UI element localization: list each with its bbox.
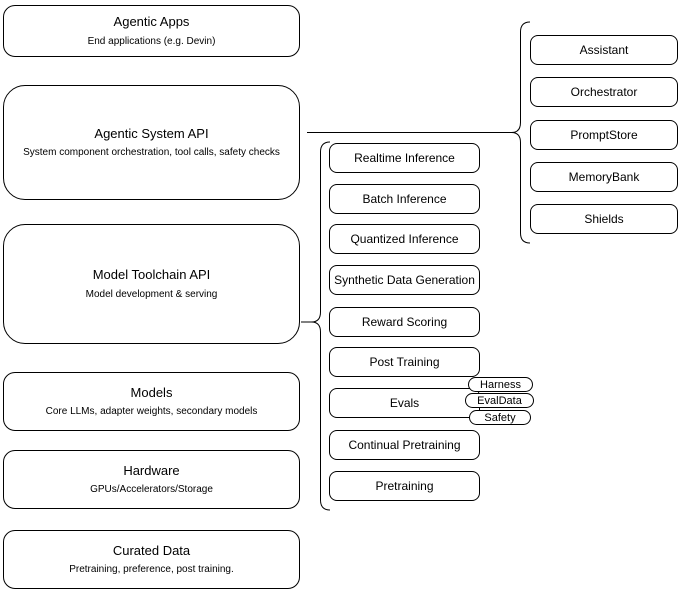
node-label: Continual Pretraining [348,438,461,452]
node-shields: Shields [530,204,678,234]
node-label: Pretraining [375,479,434,493]
toolchain-brace [311,141,331,511]
node-label: Evals [389,396,420,410]
node-promptstore: PromptStore [530,120,678,150]
node-subtitle: GPUs/Accelerators/Storage [90,484,213,496]
node-agentic-system-api: Agentic System API System component orch… [3,85,300,200]
tag-label: Safety [484,411,516,424]
node-reward-scoring: Reward Scoring [329,307,480,337]
node-subtitle: Core LLMs, adapter weights, secondary mo… [45,406,258,418]
node-post-training: Post Training [329,347,480,377]
node-title: Hardware [123,462,180,478]
node-label: Orchestrator [570,85,638,99]
node-label: Shields [584,212,624,226]
node-subtitle: Pretraining, preference, post training. [69,564,234,576]
node-label: MemoryBank [568,170,640,184]
node-continual-pretraining: Continual Pretraining [329,430,480,460]
node-agentic-apps: Agentic Apps End applications (e.g. Devi… [3,5,300,57]
node-memorybank: MemoryBank [530,162,678,192]
node-label: Post Training [369,355,440,369]
node-hardware: Hardware GPUs/Accelerators/Storage [3,450,300,509]
node-title: Agentic Apps [113,14,190,30]
node-orchestrator: Orchestrator [530,77,678,107]
node-title: Curated Data [112,542,191,558]
node-label: Realtime Inference [354,151,455,165]
node-model-toolchain-api: Model Toolchain API Model development & … [3,224,300,344]
node-label: Reward Scoring [361,315,448,329]
node-subtitle: System component orchestration, tool cal… [23,147,280,159]
node-label: Quantized Inference [350,232,459,246]
tag-safety: Safety [469,410,531,425]
node-models: Models Core LLMs, adapter weights, secon… [3,372,300,431]
tag-evaldata: EvalData [465,393,534,408]
tag-harness: Harness [468,377,533,392]
node-assistant: Assistant [530,35,678,65]
system-components-brace [511,21,531,244]
tag-label: Harness [480,378,521,391]
node-label: Synthetic Data Generation [334,273,475,287]
node-label: Batch Inference [362,192,447,206]
tag-label: EvalData [477,394,522,407]
node-label: Assistant [579,43,629,57]
node-curated-data: Curated Data Pretraining, preference, po… [3,530,300,589]
node-label: PromptStore [570,128,638,142]
node-realtime-inference: Realtime Inference [329,143,480,173]
node-quantized-inference: Quantized Inference [329,224,480,254]
node-title: Model Toolchain API [92,267,211,283]
node-subtitle: Model development & serving [85,288,218,300]
node-synthetic-data-generation: Synthetic Data Generation [329,265,480,295]
node-title: Models [130,384,173,400]
node-batch-inference: Batch Inference [329,184,480,214]
node-subtitle: End applications (e.g. Devin) [87,35,216,47]
node-pretraining: Pretraining [329,471,480,501]
node-title: Agentic System API [94,125,209,141]
node-evals: Evals [329,388,480,418]
